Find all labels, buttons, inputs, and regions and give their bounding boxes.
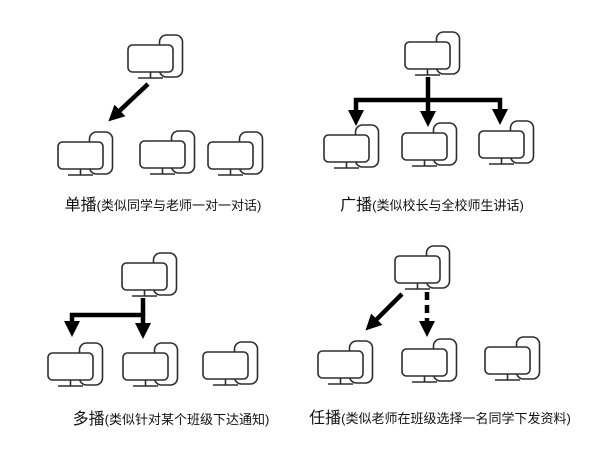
- computer-icon-receiver-1: [57, 131, 114, 176]
- broadcast-caption-description: (类似校长与全校师生讲话): [372, 198, 524, 213]
- computer-icon-sender: [394, 245, 451, 290]
- computer-icon-receiver-1: [317, 340, 374, 385]
- broadcast-caption: 广播(类似校长与全校师生讲话): [292, 196, 572, 216]
- multicast-caption-title: 多播: [72, 411, 105, 428]
- multicast-bus-line: [70, 298, 146, 318]
- unicast-caption: 单播(类似同学与老师一对一对话): [3, 196, 323, 216]
- anycast-solid-arrow: [365, 292, 404, 331]
- broadcast-diagram: [323, 31, 535, 169]
- anycast-caption: 任播(类似老师在班级选择一名同学下发资料): [300, 409, 580, 429]
- computer-icon-receiver-1: [47, 342, 104, 387]
- broadcast-caption-title: 广播: [340, 197, 373, 214]
- computer-icon-receiver-3: [484, 336, 541, 381]
- anycast-diagram: [317, 245, 541, 385]
- computer-icon-receiver-3: [207, 131, 264, 176]
- computer-icon-sender: [121, 252, 178, 297]
- anycast-caption-title: 任播: [309, 410, 342, 427]
- computer-icon-sender: [127, 34, 184, 79]
- unicast-solid-arrow: [108, 82, 150, 122]
- computer-icon-receiver-2: [401, 338, 458, 383]
- multicast-caption-description: (类似针对某个班级下达通知): [104, 412, 270, 427]
- multicast-diagram: [47, 252, 259, 387]
- computer-icon-receiver-3: [478, 120, 535, 165]
- unicast-caption-title: 单播: [64, 197, 97, 214]
- anycast-caption-description: (类似老师在班级选择一名同学下发资料): [341, 411, 571, 426]
- computer-icon-sender: [404, 31, 461, 76]
- unicast-caption-description: (类似同学与老师一对一对话): [96, 198, 262, 213]
- computer-icon-receiver-1: [323, 124, 380, 169]
- computer-icon-receiver-2: [139, 130, 196, 175]
- computer-icon-receiver-2: [401, 122, 458, 167]
- multicast-caption: 多播(类似针对某个班级下达通知): [11, 410, 331, 430]
- computer-icon-receiver-3: [202, 341, 259, 386]
- computer-icon-receiver-2: [122, 342, 179, 387]
- unicast-diagram: [57, 34, 264, 176]
- broadcast-bus-line: [354, 77, 502, 103]
